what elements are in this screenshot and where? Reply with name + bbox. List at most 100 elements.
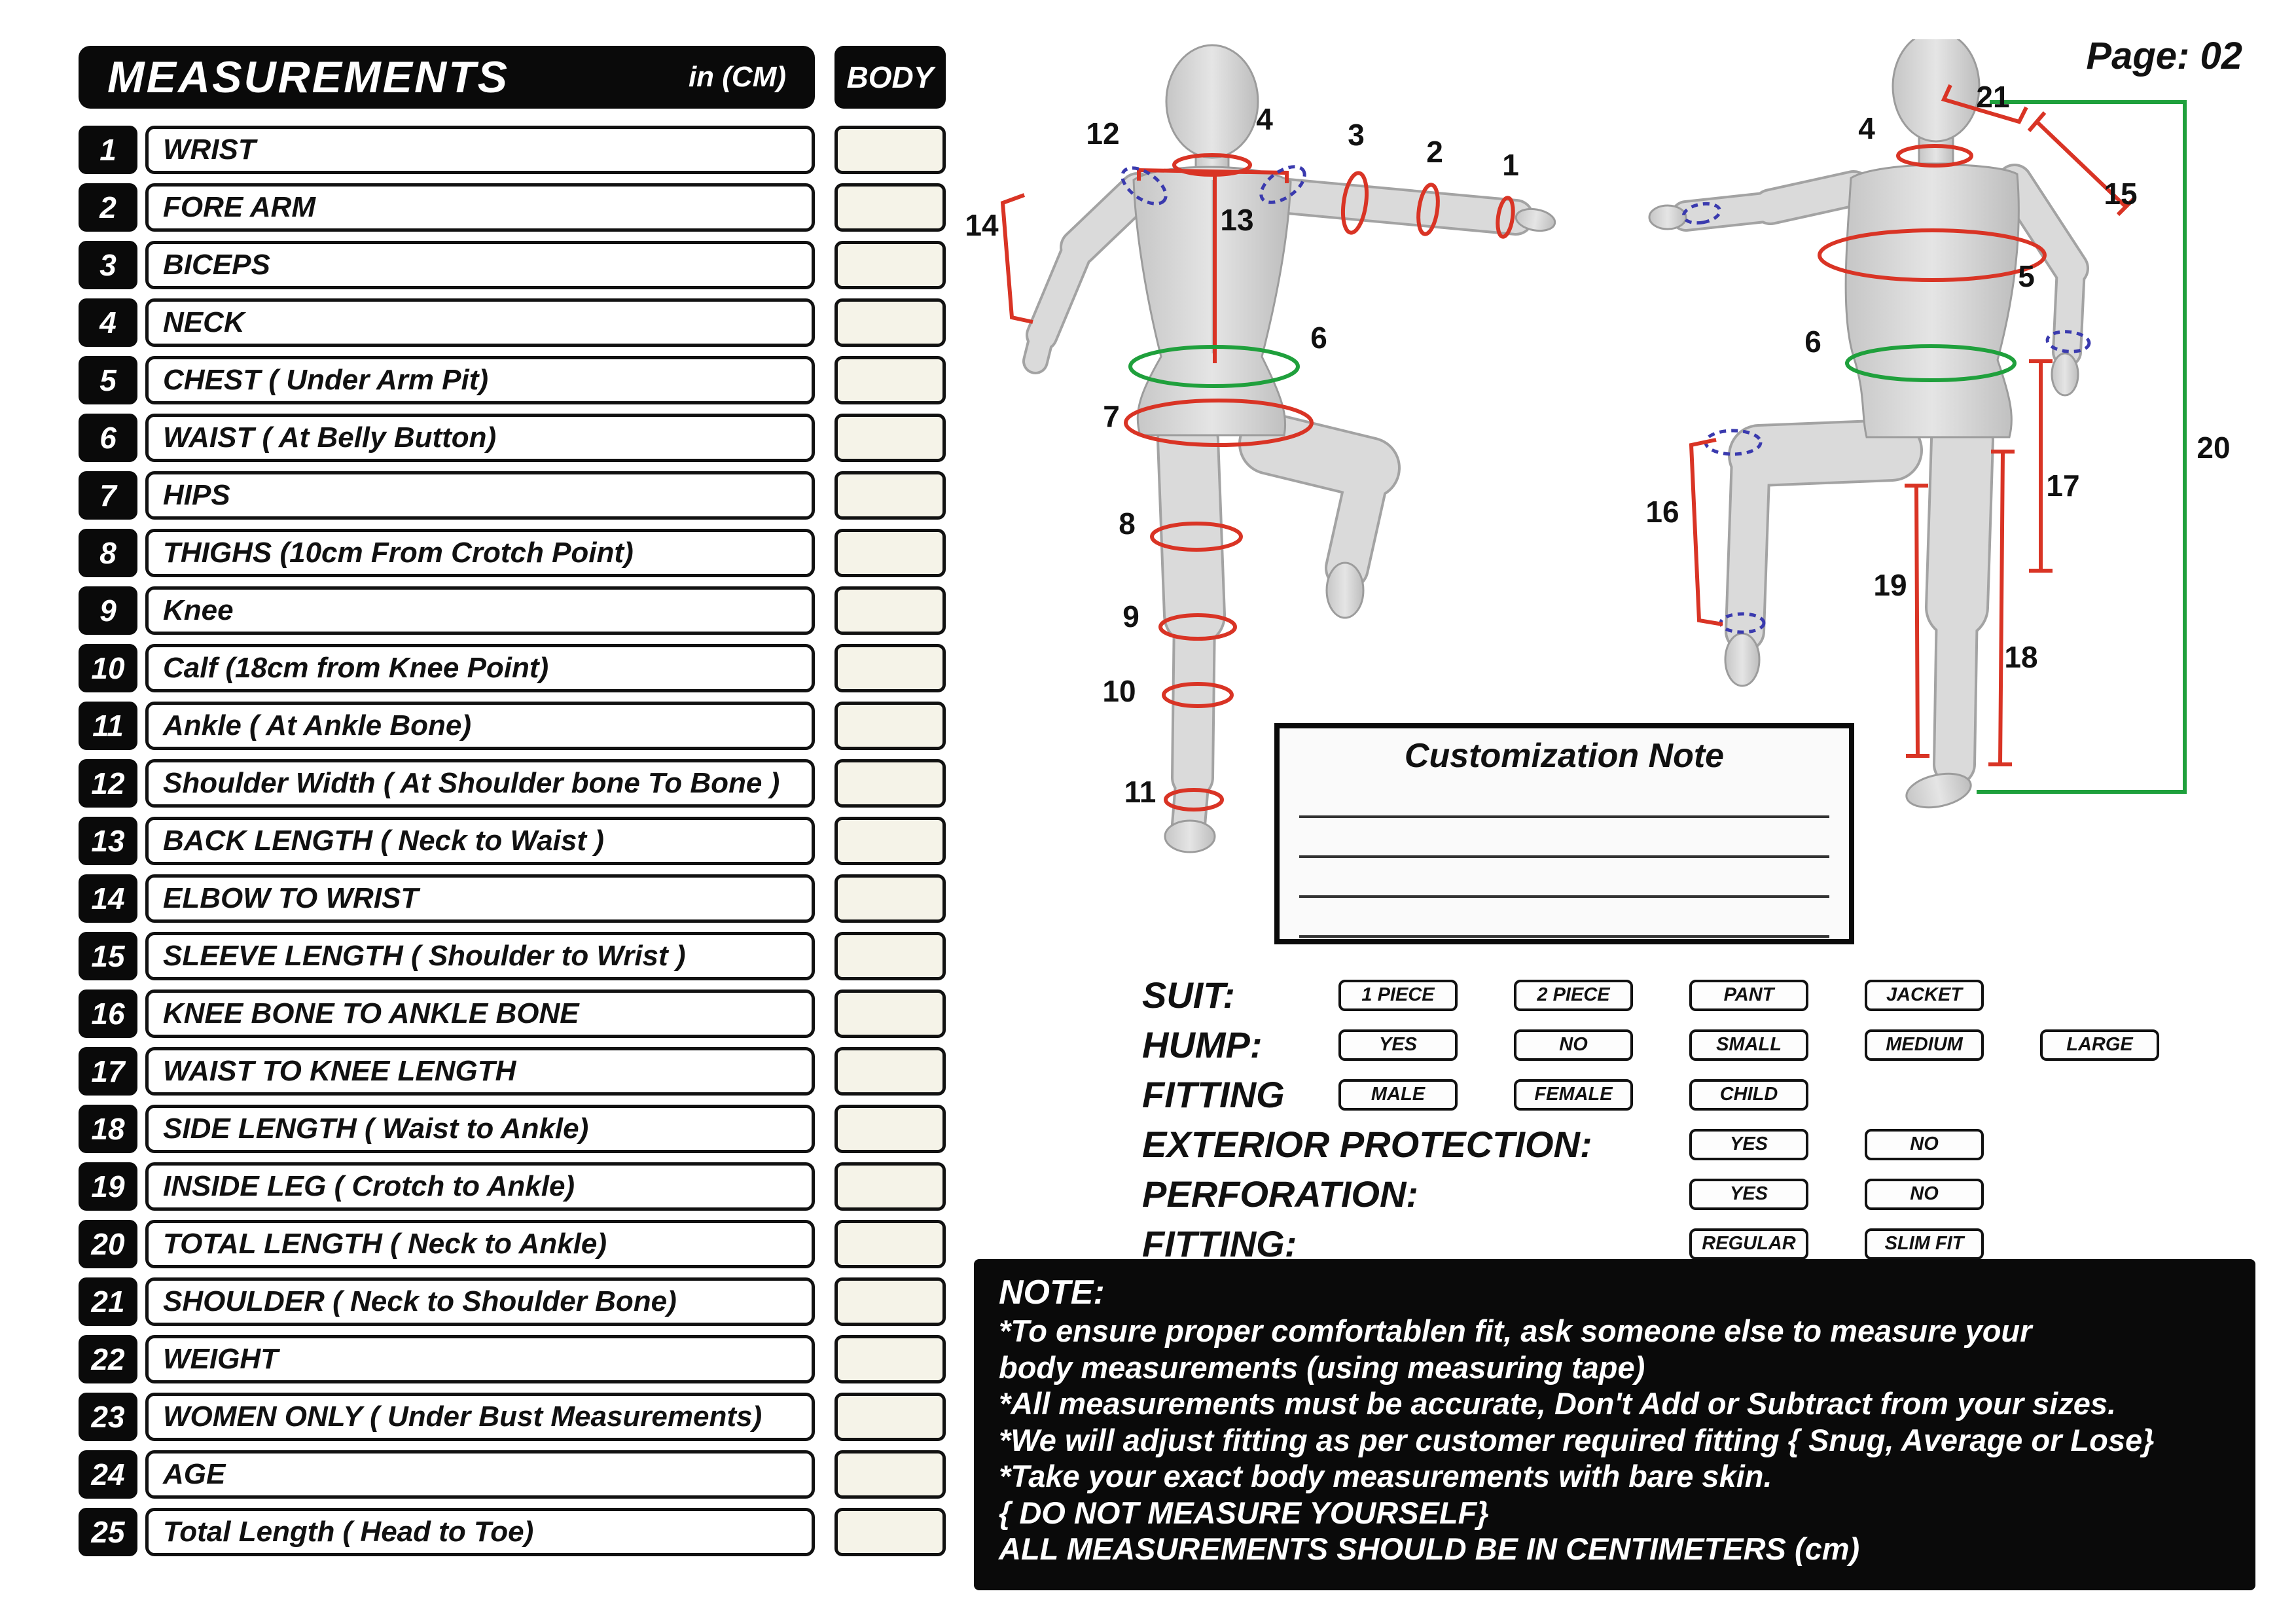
row-body-value-input[interactable] [834, 529, 946, 577]
left-shoulder-dashed-ellipse [1121, 166, 1168, 205]
measurement-row: 5 CHEST ( Under Arm Pit) [79, 356, 946, 404]
row-body-value-input[interactable] [834, 298, 946, 347]
row-number: 16 [91, 997, 125, 1031]
row-number: 1 [99, 133, 117, 167]
row-body-value-input[interactable] [834, 817, 946, 865]
row-label-box: Shoulder Width ( At Shoulder bone To Bon… [145, 759, 815, 808]
row-body-value-input[interactable] [834, 1105, 946, 1153]
row-number-badge: 5 [79, 356, 137, 404]
option-choice-button[interactable]: YES [1689, 1128, 1808, 1160]
row-label-box: WAIST TO KNEE LENGTH [145, 1047, 815, 1096]
figure-measure-number: 14 [965, 208, 999, 242]
customization-write-line[interactable] [1299, 858, 1829, 898]
measurements-title-bar: MEASUREMENTS in (CM) [79, 46, 815, 109]
option-choice-button[interactable]: YES [1338, 1029, 1458, 1061]
chest-ellipse [1818, 228, 2047, 282]
row-body-value-input[interactable] [834, 1335, 946, 1383]
option-choice-button[interactable]: 2 PIECE [1514, 979, 1633, 1011]
measurement-row: 8 THIGHS (10cm From Crotch Point) [79, 529, 946, 577]
row-number-badge: 10 [79, 644, 137, 692]
option-choice-button[interactable]: REGULAR [1689, 1228, 1808, 1260]
row-body-value-input[interactable] [834, 874, 946, 923]
row-label: WAIST TO KNEE LENGTH [163, 1055, 516, 1087]
measurement-row: 9 Knee [79, 586, 946, 635]
front-raised-foot [1724, 632, 1761, 687]
mannequin-front-body [1648, 39, 2089, 809]
row-body-value-input[interactable] [834, 241, 946, 289]
row-body-value-input[interactable] [834, 1162, 946, 1211]
left-wrist-dashed-ellipse [2045, 330, 2091, 353]
row-body-value-input[interactable] [834, 990, 946, 1038]
row-number-badge: 4 [79, 298, 137, 347]
back-right-hand [1515, 207, 1556, 232]
row-label: INSIDE LEG ( Crotch to Ankle) [163, 1170, 575, 1202]
row-number-badge: 11 [79, 702, 137, 750]
figure-measure-number: 7 [1103, 399, 1120, 433]
row-body-value-input[interactable] [834, 1508, 946, 1556]
row-body-value-input[interactable] [834, 126, 946, 174]
figure-measure-number: 4 [1256, 102, 1273, 136]
option-choice-button[interactable]: LARGE [2040, 1029, 2159, 1061]
figure-measure-number: 2 [1426, 135, 1443, 169]
option-choice-button[interactable]: MEDIUM [1865, 1029, 1984, 1061]
option-group-label: HUMP: [1142, 1024, 1263, 1065]
row-body-value-input[interactable] [834, 414, 946, 462]
row-number-badge: 2 [79, 183, 137, 232]
back-bent-foot [1325, 562, 1365, 619]
figure-measure-number: 4 [1858, 111, 1875, 145]
row-body-value-input[interactable] [834, 183, 946, 232]
row-number-badge: 15 [79, 932, 137, 980]
row-label: FORE ARM [163, 191, 316, 223]
customization-write-line[interactable] [1299, 818, 1829, 858]
row-label-box: SIDE LENGTH ( Waist to Ankle) [145, 1105, 815, 1153]
option-choice-button[interactable]: FEMALE [1514, 1079, 1633, 1111]
measurement-row: 18 SIDE LENGTH ( Waist to Ankle) [79, 1105, 946, 1153]
option-choice-button[interactable]: PANT [1689, 979, 1808, 1011]
measurement-row: 20 TOTAL LENGTH ( Neck to Ankle) [79, 1220, 946, 1268]
measurement-row: 17 WAIST TO KNEE LENGTH [79, 1047, 946, 1096]
option-choice-button[interactable]: SMALL [1689, 1029, 1808, 1061]
row-body-value-input[interactable] [834, 702, 946, 750]
row-body-value-input[interactable] [834, 932, 946, 980]
biceps-ellipse [1340, 171, 1369, 235]
option-choice-button[interactable]: NO [1865, 1178, 1984, 1210]
option-choice-button[interactable]: JACKET [1865, 979, 1984, 1011]
option-choice-button[interactable]: NO [1514, 1029, 1633, 1061]
inside-leg-line [1905, 484, 1929, 758]
note-text-line: *All measurements must be accurate, Don'… [999, 1386, 2117, 1421]
row-body-value-input[interactable] [834, 1047, 946, 1096]
option-choice-button[interactable]: NO [1865, 1128, 1984, 1160]
right-shoulder-dashed-ellipse [1259, 165, 1306, 204]
option-choice-button[interactable]: CHILD [1689, 1079, 1808, 1111]
row-label: WEIGHT [163, 1343, 278, 1375]
row-body-value-input[interactable] [834, 1220, 946, 1268]
row-label-box: WAIST ( At Belly Button) [145, 414, 815, 462]
waist-to-knee-line [2029, 359, 2053, 573]
row-body-value-input[interactable] [834, 1450, 946, 1499]
option-choice-button[interactable]: 1 PIECE [1338, 979, 1458, 1011]
figure-measure-number: 15 [2104, 177, 2137, 211]
customization-write-line[interactable] [1299, 778, 1829, 818]
row-body-value-input[interactable] [834, 1277, 946, 1326]
measurement-row: 11 Ankle ( At Ankle Bone) [79, 702, 946, 750]
mannequin-back-body [1022, 44, 1556, 853]
row-label: TOTAL LENGTH ( Neck to Ankle) [163, 1228, 607, 1260]
row-body-value-input[interactable] [834, 644, 946, 692]
measurements-panel: MEASUREMENTS in (CM) BODY 1 WRIST 2 FORE… [79, 46, 946, 1556]
option-choice-button[interactable]: SLIM FIT [1865, 1228, 1984, 1260]
row-body-value-input[interactable] [834, 1393, 946, 1441]
row-label: AGE [163, 1458, 226, 1490]
row-body-value-input[interactable] [834, 586, 946, 635]
row-body-value-input[interactable] [834, 471, 946, 520]
customization-write-line[interactable] [1299, 898, 1829, 938]
option-choice-button[interactable]: YES [1689, 1178, 1808, 1210]
row-label: BACK LENGTH ( Neck to Waist ) [163, 825, 604, 857]
row-label: Ankle ( At Ankle Bone) [163, 709, 472, 741]
row-body-value-input[interactable] [834, 759, 946, 808]
measurement-row: 3 BICEPS [79, 241, 946, 289]
option-choice-button[interactable]: MALE [1338, 1079, 1458, 1111]
shoulder-width-line [1137, 168, 1289, 183]
row-body-value-input[interactable] [834, 356, 946, 404]
